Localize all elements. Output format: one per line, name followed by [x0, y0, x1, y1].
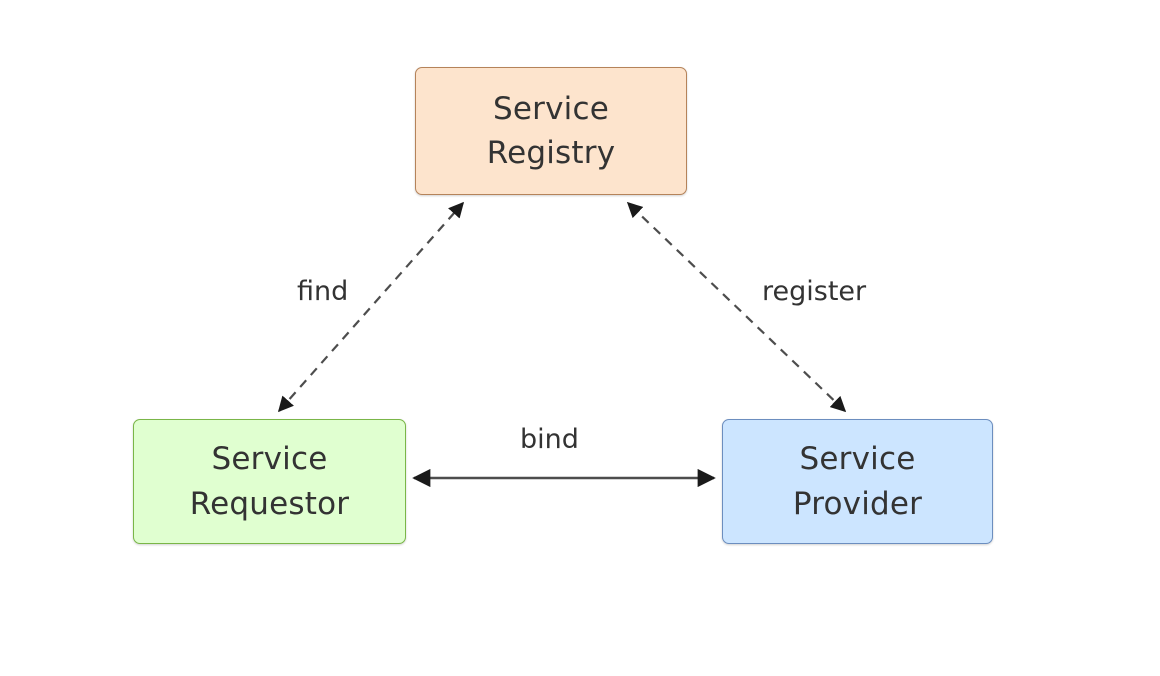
edge-label-register: register	[757, 276, 872, 307]
node-service-registry[interactable]: Service Registry	[415, 67, 687, 195]
node-service-registry-label: Service Registry	[486, 90, 616, 171]
edge-label-bind: bind	[515, 424, 584, 455]
node-service-provider-label: Service Provider	[792, 441, 923, 522]
edge-label-find: find	[292, 276, 354, 307]
edge-register	[626, 201, 847, 413]
edge-find	[277, 201, 465, 413]
node-service-requestor-label: Service Requestor	[189, 441, 350, 522]
node-service-provider[interactable]: Service Provider	[722, 419, 993, 544]
node-service-requestor[interactable]: Service Requestor	[133, 419, 406, 544]
